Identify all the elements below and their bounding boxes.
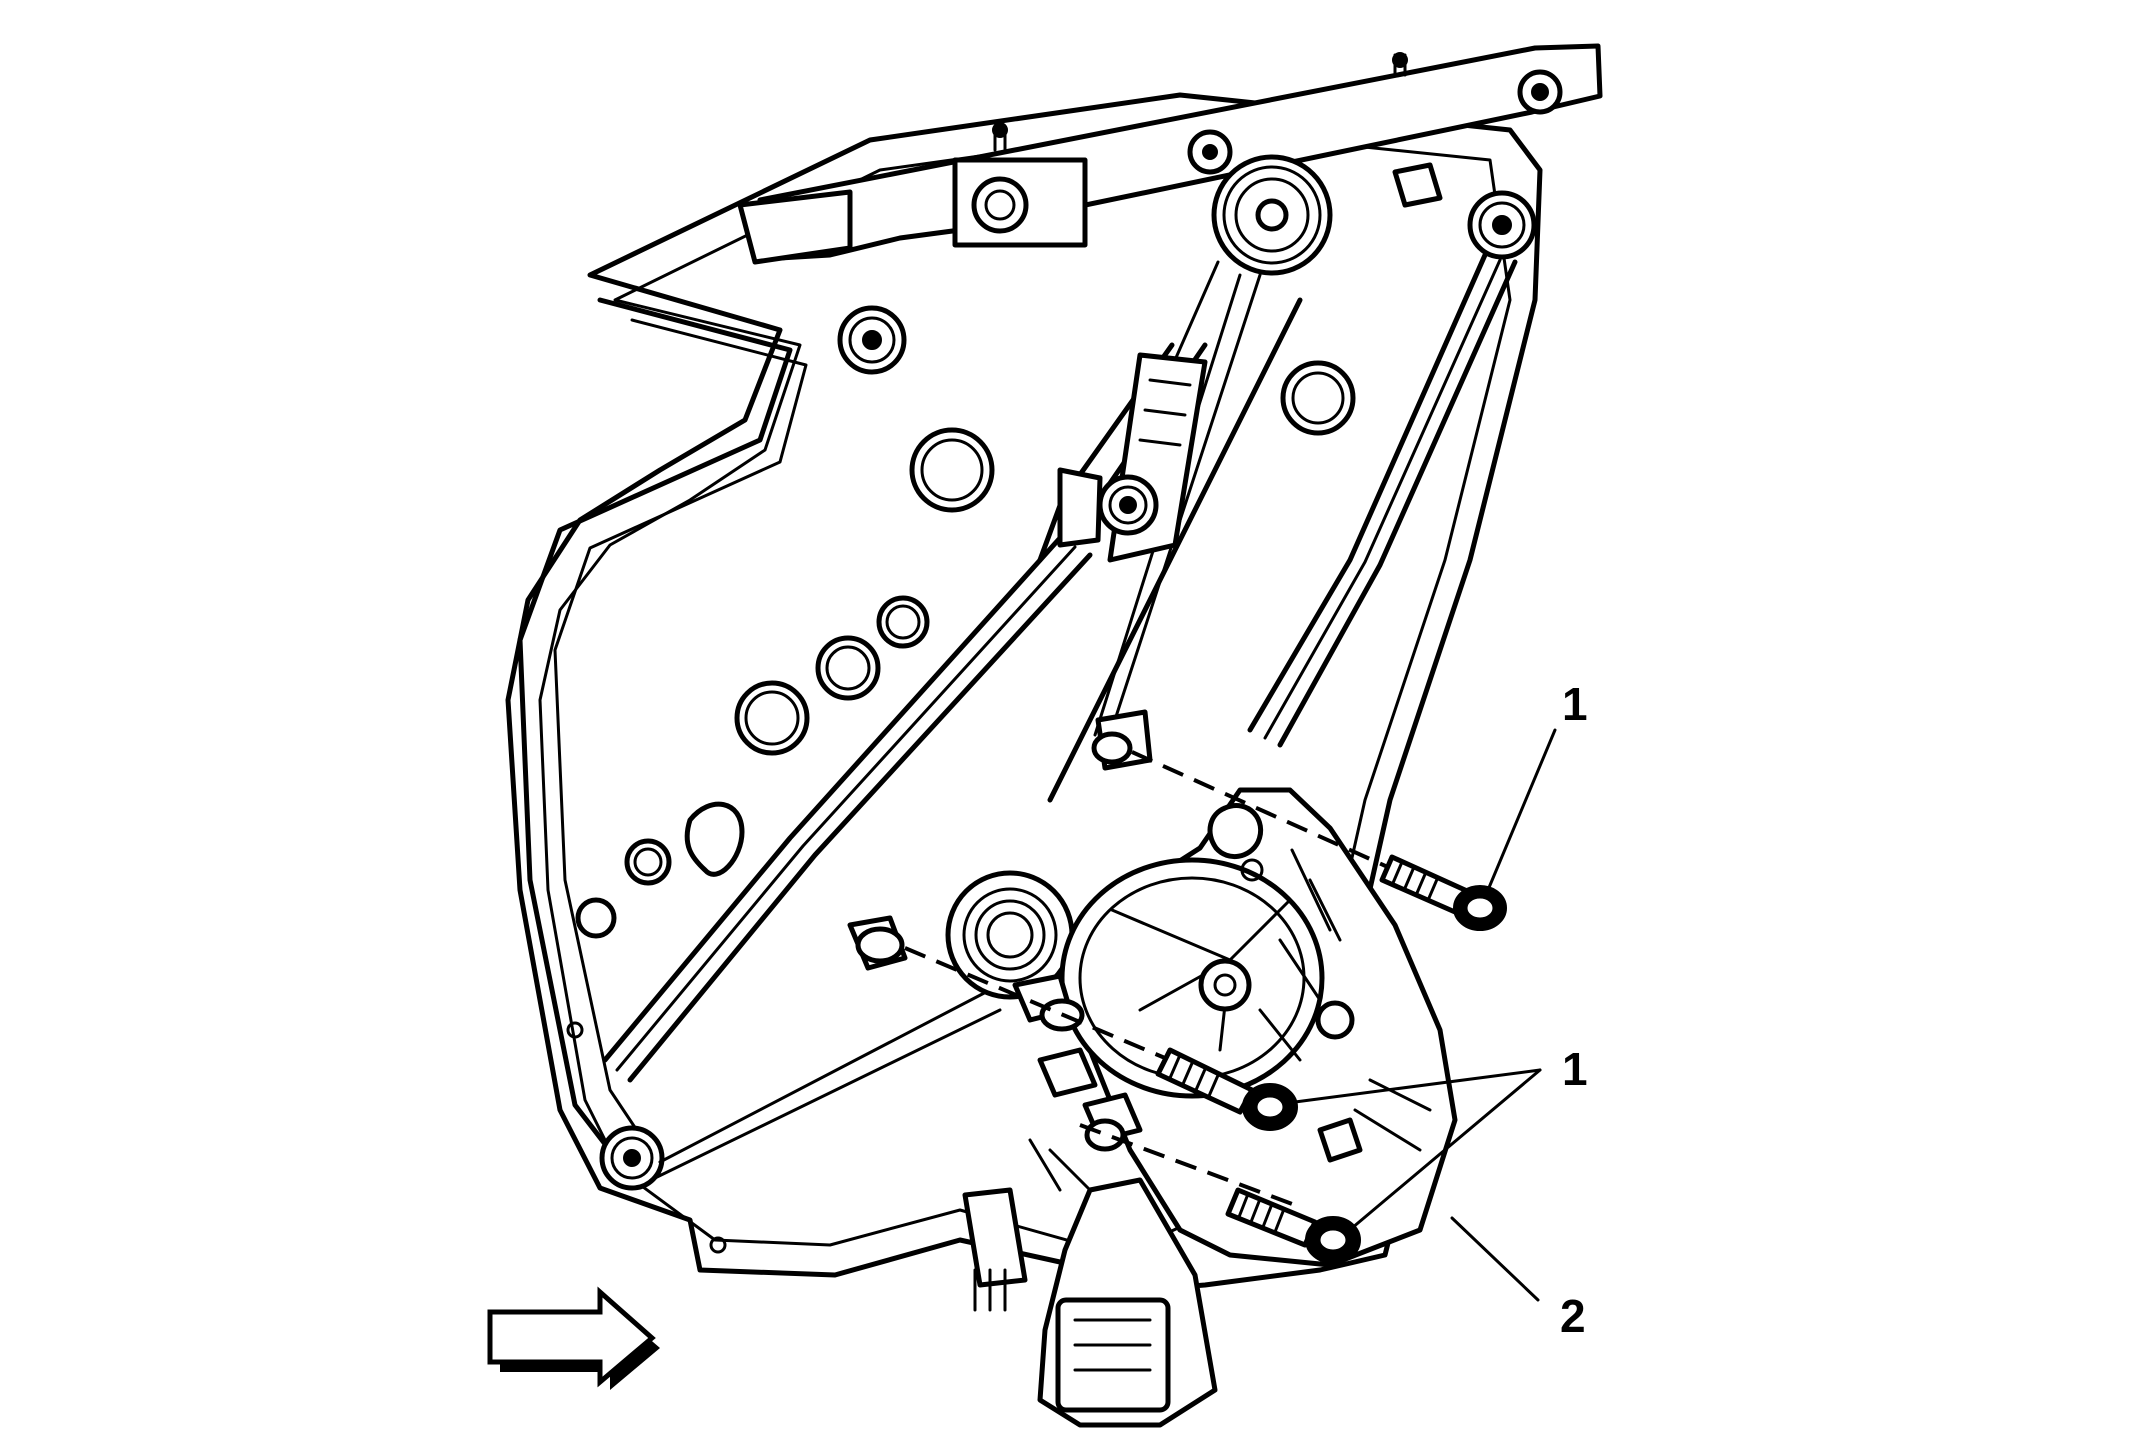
motor-electrical-connector [962, 1138, 1218, 1428]
lower-roller [599, 988, 1002, 1191]
guide-rail-lower [602, 297, 1303, 1083]
motor-mount-tabs [847, 709, 1153, 1152]
panel-holes [566, 162, 1443, 1254]
right-arrow-icon [487, 1286, 660, 1390]
glass-carrier-slider [1057, 352, 1208, 563]
upper-pulley [1187, 129, 1333, 276]
guide-rail-right [1247, 252, 1518, 748]
upper-roller-right [1467, 190, 1537, 260]
alignment-lines [904, 750, 1391, 1207]
top-rail [737, 43, 1603, 265]
bolt-middle [1155, 1047, 1298, 1131]
upper-roller-left [837, 305, 907, 375]
bolt-upper [1379, 854, 1507, 931]
callout-leaders [1293, 728, 1557, 1302]
callout-label-bolts-lower: 1 [1562, 1043, 1588, 1095]
callout-label-motor: 2 [1560, 1290, 1586, 1342]
cable-drum [945, 870, 1075, 1000]
bolt-lower [1225, 1187, 1361, 1264]
window-regulator-motor [1059, 787, 1458, 1268]
callout-label-bolt-upper: 1 [1562, 678, 1588, 730]
